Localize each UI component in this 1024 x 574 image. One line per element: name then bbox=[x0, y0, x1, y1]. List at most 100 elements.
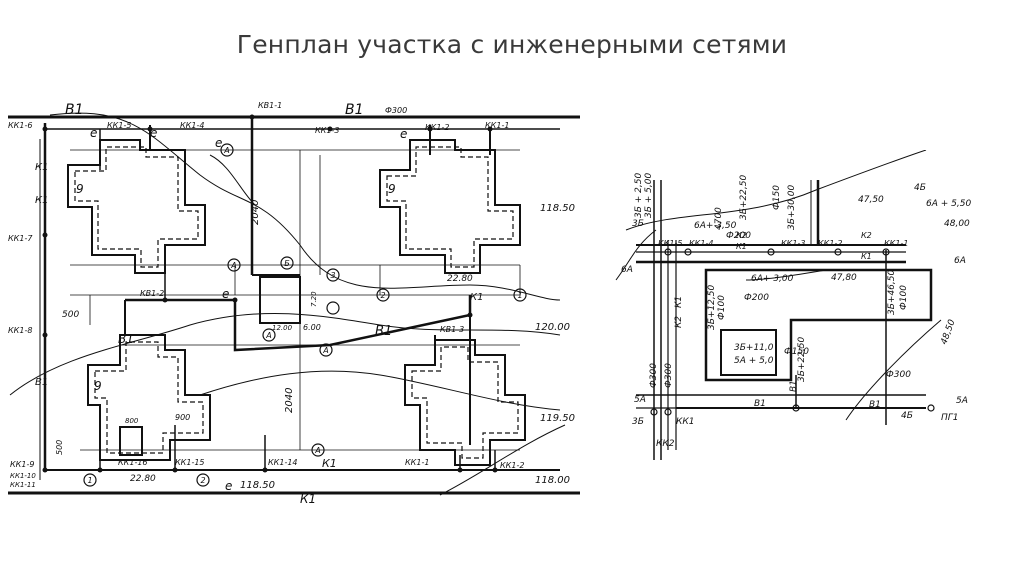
label-b1-mid2: В1 bbox=[118, 332, 134, 346]
dim-600: 6.00 bbox=[303, 323, 321, 332]
label-pg1: ПГ1 bbox=[941, 413, 959, 423]
label-d150: Ф150 bbox=[772, 185, 782, 210]
wells-b bbox=[650, 248, 935, 416]
marker-1b: 1 bbox=[87, 476, 92, 485]
network-detail-drawing: 3Б + 2,50 3Б + 5,00 3Б 6А+ 3,50 4700 3Б+… bbox=[615, 150, 971, 460]
dim-2040b: 2040 bbox=[284, 388, 295, 413]
label-kk1-5: КК1-5 bbox=[107, 121, 131, 130]
label-kk1-7: КК1-7 bbox=[8, 234, 33, 243]
label-b1-vert: В1 bbox=[789, 380, 799, 392]
label-e6: е bbox=[225, 479, 232, 493]
marker-a4: А bbox=[322, 346, 328, 355]
label-b1-right: В1 bbox=[345, 102, 364, 118]
label-e4: е bbox=[400, 127, 407, 141]
marker-b1: Б bbox=[284, 259, 290, 268]
marker-a1: А bbox=[223, 146, 229, 155]
label-k1-left: К1 bbox=[35, 162, 48, 173]
label-d200-b: Ф200 bbox=[744, 293, 769, 303]
building-top-right-dashed bbox=[386, 146, 514, 268]
plan-a-labels: В1 В1 КВ1-1 Ф300 КК1-6 КК1-5 КК1-4 КК1-3… bbox=[8, 101, 575, 506]
building-top-right bbox=[379, 139, 521, 274]
label-kk1-6: КК1-6 bbox=[8, 121, 32, 130]
label-b1-vert: В1 bbox=[35, 377, 48, 388]
label-e3: е bbox=[215, 136, 222, 150]
building-bottom-left-dashed bbox=[94, 341, 204, 454]
label-kb1-3: КВ1-3 bbox=[440, 325, 464, 334]
label-5a-right: 5А bbox=[956, 396, 968, 406]
label-3b-3000: 3Б+30,00 bbox=[787, 185, 797, 230]
dim-1200: 12.00 bbox=[272, 324, 293, 332]
building-number-9c: 9 bbox=[94, 379, 102, 393]
label-6a-350: 6А+ 3,50 bbox=[694, 221, 737, 231]
building-number-9b: 9 bbox=[388, 182, 396, 196]
label-4850: 48,50 bbox=[939, 318, 957, 346]
dim-2040a: 2040 bbox=[250, 200, 261, 225]
label-kk1-15: КК1-15 bbox=[175, 458, 205, 467]
marker-3: 3 bbox=[330, 271, 335, 280]
dim-500a: 500 bbox=[62, 310, 79, 320]
building-bottom-right bbox=[404, 339, 526, 466]
label-e1: е bbox=[90, 126, 97, 140]
axis-marker-labels: А А Б 3 А А А 2 1 1 2 bbox=[87, 146, 522, 485]
label-6a-left: 6А bbox=[621, 265, 633, 275]
level-119-50: 119.50 bbox=[540, 413, 575, 424]
label-b1-left: В1 bbox=[65, 102, 84, 118]
label-kk1-11: КК1-11 bbox=[10, 481, 36, 489]
label-kk1-8: КК1-8 bbox=[8, 326, 32, 335]
label-kk1-1-top: КК1-1 bbox=[485, 121, 509, 130]
network-lines bbox=[8, 115, 580, 495]
label-6a-300: 6А+ 3,00 bbox=[751, 274, 794, 284]
building-top-left bbox=[67, 139, 206, 274]
label-kk1-5-b: КК1-5 bbox=[658, 239, 682, 248]
dim-900: 900 bbox=[175, 413, 190, 422]
level-118-00: 118.00 bbox=[535, 475, 570, 486]
label-3b-2250-b: 3Б+22,50 bbox=[797, 337, 807, 382]
label-k2-a: К2 bbox=[736, 231, 747, 240]
building-number-9a: 9 bbox=[76, 182, 84, 196]
label-kk2-bot: КК2 bbox=[656, 439, 675, 449]
label-k2-b: К2 bbox=[861, 231, 872, 240]
label-k1-a: К1 bbox=[736, 242, 747, 251]
label-d150-b: Ф150 bbox=[784, 347, 809, 357]
building-bottom-right-dashed bbox=[411, 346, 519, 459]
dim-500b: 500 bbox=[55, 440, 64, 455]
marker-a5: А bbox=[314, 446, 320, 455]
label-4b-top: 4Б bbox=[914, 183, 926, 193]
label-kk1-2-b: КК1-2 bbox=[818, 239, 842, 248]
label-kb1-2: КВ1-2 bbox=[140, 289, 164, 298]
label-e5: е bbox=[222, 287, 229, 301]
dim-800: 800 bbox=[125, 417, 139, 425]
label-3b-250: 3Б + 2,50 bbox=[634, 173, 644, 218]
label-kk1-4-b: КК1-4 bbox=[689, 239, 713, 248]
label-3b-110: 3Б+11,0 bbox=[734, 343, 774, 353]
axis-markers bbox=[83, 143, 527, 487]
level-120-00: 120.00 bbox=[535, 322, 570, 333]
label-6a-right: 6А bbox=[954, 256, 966, 266]
label-4800: 48,00 bbox=[944, 219, 970, 229]
marker-1a: 1 bbox=[517, 291, 522, 300]
label-k2-vert: К2 bbox=[674, 316, 684, 328]
label-k1-vert: К1 bbox=[674, 296, 684, 308]
dim-720: 7.20 bbox=[310, 291, 318, 307]
label-5a-50: 5А + 5,0 bbox=[734, 356, 774, 366]
label-b1-b: В1 bbox=[869, 400, 881, 410]
label-k1-right: К1 bbox=[322, 457, 337, 470]
label-k1-b: К1 bbox=[861, 252, 872, 261]
label-kk1-16: КК1-16 bbox=[118, 458, 148, 467]
inner-room-b bbox=[720, 329, 777, 376]
central-building bbox=[259, 276, 301, 324]
label-6a-550: 6А + 5,50 bbox=[926, 199, 971, 209]
label-d100-b: Ф100 bbox=[899, 285, 909, 310]
dim-2280b: 22.80 bbox=[130, 474, 156, 484]
label-b1-mid: В1 bbox=[375, 324, 392, 339]
label-b1-a: В1 bbox=[754, 399, 766, 409]
label-3b-500: 3Б + 5,00 bbox=[644, 173, 654, 218]
marker-a2: А bbox=[230, 261, 236, 270]
label-kk1-2-bot: КК1-2 bbox=[500, 461, 524, 470]
small-structure bbox=[119, 426, 143, 456]
label-d300-c: Ф300 bbox=[886, 370, 911, 380]
label-kk1-10: КК1-10 bbox=[10, 472, 36, 480]
slide-title: Генплан участка с инженерными сетями bbox=[236, 30, 788, 59]
marker-2a: 2 bbox=[380, 291, 385, 300]
label-d100-a: Ф100 bbox=[717, 295, 727, 320]
